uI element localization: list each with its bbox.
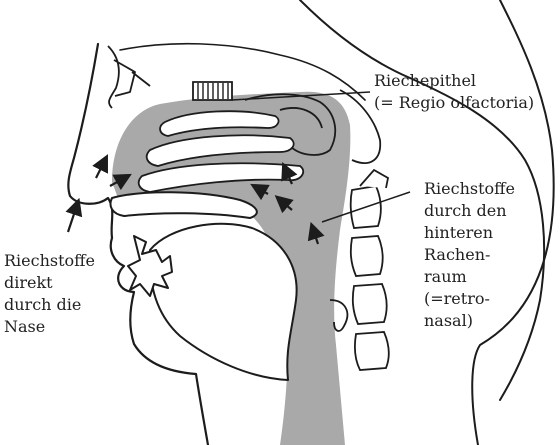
label-line: (=retro- xyxy=(424,289,490,308)
label-line: durch den xyxy=(424,201,507,220)
airflow-arrow xyxy=(250,183,270,201)
leader-epithelium xyxy=(231,91,371,101)
airflow-arrow xyxy=(274,195,294,214)
label-line: durch die xyxy=(4,295,82,314)
label-orthonasal: Riechstoffe direkt durch die Nase xyxy=(4,250,95,338)
leader-lines xyxy=(231,91,411,223)
label-line: Nase xyxy=(4,317,46,336)
cribriform-hatching xyxy=(197,83,229,99)
airflow-arrow xyxy=(281,161,298,185)
hard-palate xyxy=(109,191,258,220)
orthonasal-arrow xyxy=(65,197,83,233)
skull-inner-line xyxy=(119,42,366,101)
epiglottis xyxy=(329,299,349,332)
frontal-sinus xyxy=(107,45,151,109)
label-line: nasal) xyxy=(424,311,473,330)
neck-outline xyxy=(471,0,555,445)
label-line: hinteren xyxy=(424,223,494,242)
middle-concha xyxy=(145,134,295,167)
face-profile xyxy=(67,42,210,445)
sphenoid-sinus xyxy=(244,89,382,164)
teeth xyxy=(127,235,173,297)
label-line: (= Regio olfactoria) xyxy=(374,93,535,112)
label-line: Riechstoffe xyxy=(424,179,516,198)
leader-retronasal xyxy=(321,191,411,223)
label-line: raum xyxy=(424,267,467,286)
airflow-arrow xyxy=(307,221,325,245)
skull-outline xyxy=(299,0,546,401)
label-line: Riechepithel xyxy=(374,71,477,90)
label-olfactory-epithelium: Riechepithel (= Regio olfactoria) xyxy=(374,70,534,114)
label-line: direkt xyxy=(4,273,53,292)
airflow-arrow xyxy=(92,154,108,179)
label-line: Rachen- xyxy=(424,245,491,264)
tongue xyxy=(148,222,298,381)
airflow-arrows xyxy=(65,154,325,245)
label-retronasal: Riechstoffe durch den hinteren Rachen- r… xyxy=(424,178,515,332)
label-line: Riechstoffe xyxy=(4,251,96,270)
cervical-vertebrae xyxy=(349,168,390,371)
airflow-arrow xyxy=(109,173,132,191)
superior-concha xyxy=(159,110,280,137)
